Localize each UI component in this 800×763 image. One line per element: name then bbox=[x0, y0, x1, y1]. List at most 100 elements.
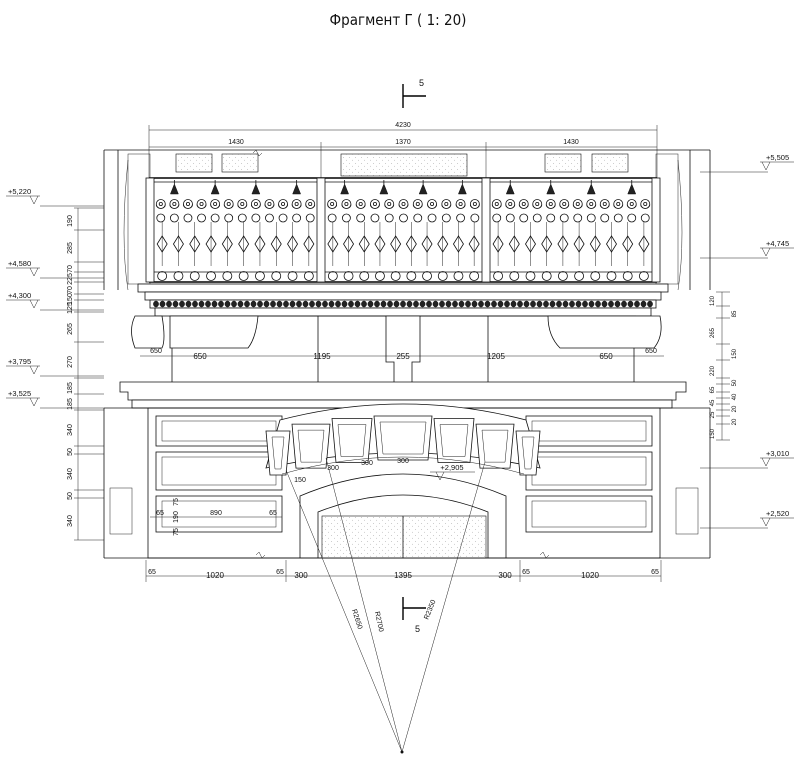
railing-ring bbox=[613, 213, 623, 223]
railing-diamond bbox=[405, 235, 417, 253]
bead bbox=[556, 300, 562, 308]
svg-text:65: 65 bbox=[522, 569, 530, 576]
svg-text:150: 150 bbox=[294, 477, 306, 484]
railing-ring bbox=[559, 213, 569, 223]
bead bbox=[328, 300, 335, 308]
rusticated-panel bbox=[525, 415, 653, 447]
railing-diamond bbox=[437, 235, 449, 253]
railing-diamond bbox=[238, 235, 250, 253]
railing-diamond bbox=[172, 235, 184, 253]
railing-diamond bbox=[287, 235, 299, 253]
svg-text:300: 300 bbox=[361, 460, 373, 467]
voussoir-dimensions: 300 300 300 150 bbox=[281, 456, 525, 484]
bead bbox=[211, 300, 218, 308]
vertical-dimension: 40 bbox=[732, 393, 738, 400]
bead bbox=[627, 300, 634, 308]
railing-diamond bbox=[421, 235, 433, 253]
railing-scroll bbox=[237, 199, 248, 209]
bead bbox=[289, 300, 296, 308]
railing-scroll bbox=[169, 199, 180, 209]
vertical-dimension: 125 bbox=[67, 302, 74, 314]
railing-bottom-ring bbox=[206, 271, 216, 281]
railing-ring bbox=[600, 213, 610, 223]
bead bbox=[562, 300, 569, 308]
railing-bottom-ring bbox=[541, 271, 552, 281]
vertical-dimension: 270 bbox=[67, 356, 74, 368]
bead bbox=[185, 300, 192, 308]
svg-text:1205: 1205 bbox=[487, 352, 505, 361]
bead bbox=[198, 300, 205, 308]
rusticated-panel bbox=[155, 451, 283, 491]
bead bbox=[530, 300, 536, 308]
svg-text:890: 890 bbox=[210, 510, 222, 517]
bead bbox=[250, 300, 257, 308]
bead bbox=[439, 300, 445, 308]
mid-dimensions: 650 650 1195 255 1205 650 650 bbox=[140, 348, 664, 361]
railing-bottom-ring bbox=[469, 271, 480, 281]
svg-text:R2350: R2350 bbox=[423, 599, 437, 621]
railing-bottom-ring bbox=[574, 271, 584, 281]
dim-overall: 4230 bbox=[395, 122, 411, 129]
drawing-title: Фрагмент Г ( 1: 20) bbox=[330, 11, 467, 29]
vertical-dimension: 70 bbox=[67, 286, 74, 294]
bead bbox=[348, 300, 354, 308]
railing-scroll bbox=[505, 199, 516, 209]
railing-bottom-ring bbox=[271, 271, 282, 281]
railing-ring bbox=[586, 213, 596, 223]
svg-text:1020: 1020 bbox=[581, 571, 599, 580]
railing-bottom-ring bbox=[437, 271, 448, 281]
railing-bottom-ring bbox=[343, 271, 354, 281]
bead bbox=[302, 300, 309, 308]
bead bbox=[393, 300, 400, 308]
railing-ring bbox=[169, 213, 179, 223]
bead bbox=[231, 300, 237, 308]
railing-bottom-ring bbox=[453, 271, 464, 281]
railing-bottom-ring bbox=[390, 271, 401, 281]
railing-ring bbox=[183, 213, 193, 223]
railing-bottom-ring bbox=[606, 271, 617, 281]
bead bbox=[263, 300, 270, 308]
railing-scroll bbox=[398, 199, 409, 209]
rusticated-panel bbox=[155, 495, 283, 533]
bead bbox=[426, 300, 432, 308]
bead bbox=[510, 300, 517, 308]
bead bbox=[224, 300, 231, 308]
railing-ring bbox=[427, 213, 437, 223]
svg-text:650: 650 bbox=[150, 348, 162, 355]
railing-bottom-ring bbox=[222, 271, 233, 281]
railing-bottom-ring bbox=[493, 271, 504, 281]
railing-diamond bbox=[156, 235, 168, 253]
railing-scroll bbox=[518, 199, 529, 209]
railing-diamond bbox=[638, 235, 650, 253]
railing-diamond bbox=[374, 235, 386, 253]
level-mark-left: +4,300 bbox=[8, 291, 31, 300]
vertical-dimension: 50 bbox=[67, 448, 74, 456]
railing-scroll bbox=[532, 199, 543, 209]
railing-diamond bbox=[541, 235, 553, 253]
bottom-dimensions: 65 1020 65 300 1395 300 65 1020 65 bbox=[145, 560, 662, 582]
railing-ring bbox=[356, 213, 366, 223]
balcony-slab bbox=[131, 283, 669, 407]
vertical-dimension: 20 bbox=[732, 418, 738, 425]
bead bbox=[647, 300, 653, 308]
bead bbox=[621, 300, 627, 308]
vertical-dimension: 340 bbox=[67, 468, 74, 480]
bead bbox=[601, 300, 608, 308]
bead bbox=[380, 300, 387, 308]
railing-scroll bbox=[412, 199, 423, 209]
bead bbox=[153, 300, 159, 308]
bead bbox=[374, 300, 380, 308]
vertical-dimension: 120 bbox=[710, 295, 716, 306]
bead bbox=[575, 300, 582, 308]
railing-diamond bbox=[452, 235, 464, 253]
bead bbox=[276, 300, 283, 308]
railing-diamond bbox=[343, 235, 355, 253]
vertical-dimension: 50 bbox=[732, 379, 738, 386]
balcony-railing bbox=[145, 177, 661, 283]
bead bbox=[634, 300, 640, 308]
dim-seg-3: 1430 bbox=[563, 139, 579, 146]
arch-radii: R2650 R2700 R2350 bbox=[285, 457, 486, 754]
railing-ring bbox=[384, 213, 394, 223]
vertical-dimension: 150 bbox=[710, 428, 716, 439]
